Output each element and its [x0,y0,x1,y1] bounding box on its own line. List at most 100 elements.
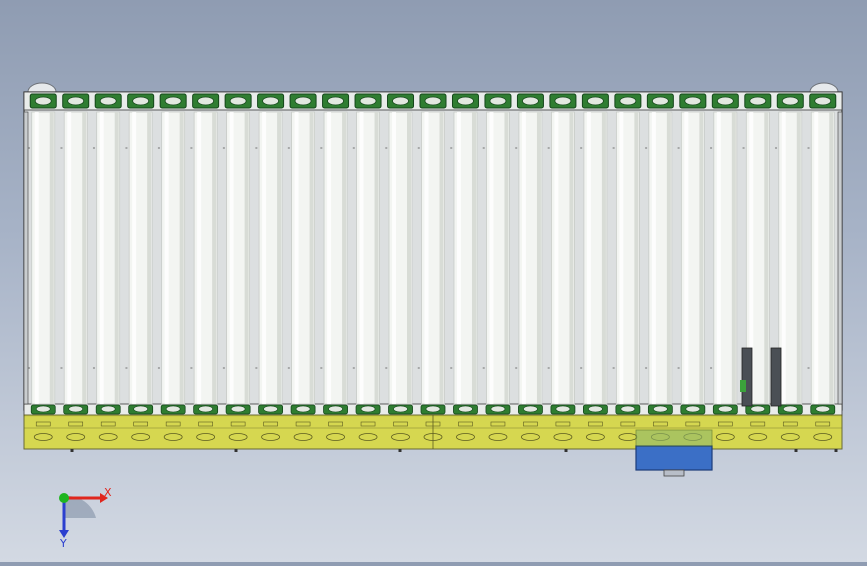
base-sprocket [456,433,475,441]
roller [482,93,512,415]
roller-shade [699,112,704,404]
base-bracket [295,421,311,427]
roller-top-bearing [619,96,637,106]
right-side-plate [837,111,843,405]
roller-highlight [716,112,721,404]
roller-shade [374,112,379,404]
roller [352,93,382,415]
roller-highlight [164,112,169,404]
roller-top-bearing [262,96,280,106]
roller-highlight [521,112,526,404]
roller [60,93,90,415]
roller-highlight [197,112,202,404]
base-sprocket [423,433,443,441]
roller-highlight [294,112,299,404]
base-bracket [523,421,538,427]
right-end-cap [809,82,839,93]
roller [287,93,317,415]
motor-gearbox [635,429,713,447]
base-sprocket [261,433,281,441]
roller-bottom-bearing [133,405,148,413]
roller-highlight [814,112,819,404]
roller-bottom-bearing [458,405,473,413]
roller-top-bearing [554,96,572,106]
roller-shade [569,112,574,404]
roller-shade [179,112,184,404]
roller-highlight [262,112,267,404]
x-axis-arrow-icon [100,493,108,503]
roller-shade [796,112,801,404]
roller-shade [342,112,347,404]
base-bracket [750,421,766,427]
base-sprocket [131,433,151,441]
roller-shade [471,112,476,404]
roller-top-bearing [684,96,702,106]
roller [515,93,544,415]
base-sprocket [521,433,540,441]
roller-highlight [229,112,234,404]
roller-top-bearing [716,96,734,106]
roller-top-bearing [392,96,409,106]
roller-highlight [359,112,364,404]
roller-bottom-bearing [165,405,181,413]
base-foot [234,449,238,452]
roller-group [28,93,837,415]
base-bracket [328,421,343,427]
roller-shade [439,112,444,404]
sensor-bracket [770,347,782,407]
roller-highlight [684,112,689,404]
base-bracket [555,421,571,427]
roller-top-bearing [781,96,799,106]
roller-highlight [781,112,786,404]
base-foot [564,449,568,452]
base-sprocket [780,433,800,441]
roller-bottom-bearing [653,405,668,413]
roller-shade [731,112,736,404]
roller-bottom-bearing [588,405,603,413]
base-bracket [360,421,376,427]
roller-highlight [554,112,559,404]
base-bracket [133,421,148,427]
roller-shade [407,112,412,404]
base-bracket [685,421,701,427]
roller-bottom-bearing [360,405,376,413]
base-sprocket [66,433,86,441]
roller-shade [309,112,314,404]
roller-bottom-bearing [815,405,831,413]
roller-highlight [424,112,429,404]
roller-bottom-bearing [328,405,343,413]
base-bracket [458,421,473,427]
base-bracket [588,421,603,427]
roller [742,93,772,415]
base-bracket [393,421,408,427]
roller-highlight [749,112,754,404]
base-bracket [815,421,831,427]
x-axis-label: X [104,486,112,499]
roller-shade [536,112,541,404]
base-bracket [198,421,213,427]
roller [190,93,220,415]
roller-bottom-bearing [425,405,441,413]
roller-top-bearing [651,96,669,106]
roller [255,93,285,415]
roller [222,93,252,415]
base-sprocket [196,433,216,441]
roller-shade [601,112,606,404]
roller-highlight [132,112,137,404]
roller-bottom-bearing [198,405,213,413]
roller-shade [114,112,119,404]
roller [645,93,674,415]
motor-housing [635,445,713,471]
triad-plane [64,495,96,518]
roller [450,93,479,415]
y-axis-label: Y [59,537,67,548]
roller-shade [634,112,639,404]
roller-bottom-bearing [523,405,538,413]
roller-top-bearing [164,96,182,106]
sensor-bracket [741,347,753,407]
orientation-triad[interactable]: X Y [38,478,118,548]
roller-top-bearing [587,96,604,106]
roller-highlight [392,112,397,404]
